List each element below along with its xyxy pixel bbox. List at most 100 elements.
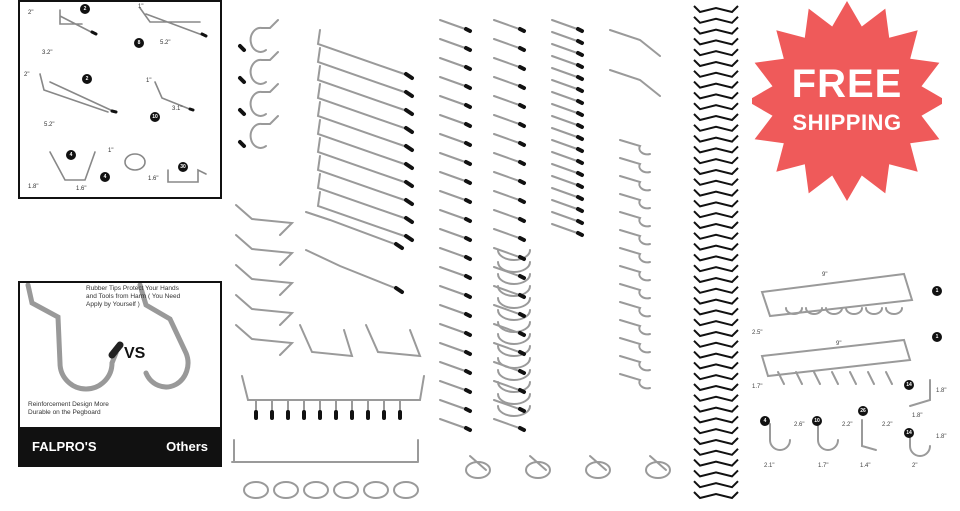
locking-clip (693, 329, 739, 338)
curl-hook (619, 175, 651, 192)
right-stack-hook (551, 187, 581, 199)
stack-hook-tip (518, 179, 526, 185)
rack2-hook (867, 371, 875, 385)
long-hook-tip (404, 72, 414, 80)
rack2-hook (831, 371, 839, 385)
size-4-length: 1" (146, 78, 152, 84)
long-hook-tip (404, 198, 414, 206)
stack-hook (493, 418, 523, 430)
double-hook-tip (394, 286, 404, 294)
hook-a-width: 1.8" (912, 413, 923, 419)
locking-clip (693, 264, 739, 273)
hook-a-height: 1.8" (936, 388, 947, 394)
stack-hook-tip (464, 179, 472, 185)
curl-hook (619, 211, 651, 228)
j-hook (249, 19, 279, 53)
stack-hook (493, 57, 523, 69)
rack2-hook (885, 371, 893, 385)
size-5-qty-badge: 4 (66, 150, 76, 160)
stack-hook (493, 76, 523, 88)
hook-a-qty-badge: 14 (904, 380, 914, 390)
ring-holder (243, 481, 270, 499)
size-7-qty-badge: 30 (178, 162, 188, 172)
long-hook-tip (404, 144, 414, 152)
curl-hook (619, 373, 651, 390)
right-stack-hook (551, 115, 581, 127)
right-stack-tip (576, 123, 584, 129)
tool-rack (241, 375, 425, 401)
locking-clip (693, 437, 739, 446)
right-stack-tip (576, 99, 584, 105)
long-hook-tip (404, 162, 414, 170)
stack-hook (493, 266, 523, 278)
hook-size-4 (154, 81, 193, 111)
stack-hook (493, 228, 523, 240)
rack1-loop (825, 307, 843, 315)
rubber-tip-note: Rubber Tips Protect Your Hands and Tools… (86, 285, 181, 308)
stack-hook-tip (464, 369, 472, 375)
loop-hook (497, 261, 531, 273)
stack-hook (493, 133, 523, 145)
right-stack-tip (576, 135, 584, 141)
stack-hook-tip (518, 426, 526, 432)
locking-clip (693, 491, 739, 500)
locking-clip (693, 91, 739, 100)
stack-hook (439, 76, 469, 88)
stack-hook (439, 418, 469, 430)
stack-hook (439, 361, 469, 373)
stack-hook-tip (518, 27, 526, 33)
right-stack-hook (551, 139, 581, 151)
loop-hook (497, 273, 531, 285)
curl-hook (619, 301, 651, 318)
loop-hook (497, 405, 531, 417)
j-hook-tip (238, 44, 246, 52)
stack-hook-tip (464, 198, 472, 204)
stack-hook-tip (518, 160, 526, 166)
stack-hook-tip (518, 274, 526, 280)
stack-hook-tip (518, 369, 526, 375)
hook-size-7 (167, 168, 207, 183)
right-stack-tip (576, 87, 584, 93)
right-stack-tip (576, 207, 584, 213)
locking-clip (693, 134, 739, 143)
single-4-qty-badge: 14 (904, 428, 914, 438)
stack-hook-tip (518, 331, 526, 337)
stack-hook (439, 380, 469, 392)
right-stack-hook (551, 43, 581, 55)
hook-sizes-panel: 2" 3.2" 2 1" 5.2" 8 2" 5.2" 2 1" 3.1" 10… (18, 0, 222, 199)
rack2-hook (813, 371, 821, 385)
loop-hook (497, 333, 531, 345)
locking-clip (693, 210, 739, 219)
hook-sizes-drawing (39, 7, 208, 183)
stack-hook (493, 95, 523, 107)
locking-clip (693, 448, 739, 456)
locking-clip (693, 37, 739, 46)
stack-hook (439, 399, 469, 411)
right-stack-hook (551, 103, 581, 115)
locking-clip (693, 394, 739, 402)
single-2-width: 1.7" (818, 463, 829, 469)
others-brand-label: Others (166, 438, 208, 454)
rack1-loop (845, 307, 863, 315)
locking-clip (693, 102, 739, 111)
hook-size-2 (139, 7, 206, 37)
stack-hook (493, 247, 523, 259)
j-hook-tip (238, 140, 246, 148)
locking-clip (693, 340, 739, 348)
stack-hook-tip (518, 255, 526, 261)
right-stack-hook (551, 67, 581, 79)
curl-hook (619, 193, 651, 210)
stack-hook (439, 342, 469, 354)
stack-hook-tip (464, 141, 472, 147)
falpro-brand-label: FALPRO'S (32, 438, 97, 454)
stack-hook-tip (518, 141, 526, 147)
long-hook (316, 191, 411, 239)
stack-hook (439, 190, 469, 202)
double-hook-tip (394, 242, 404, 250)
stack-hook (439, 152, 469, 164)
stack-hook (439, 95, 469, 107)
ring-holder (303, 481, 330, 499)
curl-hook (619, 355, 651, 372)
loop-hook (497, 285, 531, 297)
loop-hook (497, 381, 531, 393)
